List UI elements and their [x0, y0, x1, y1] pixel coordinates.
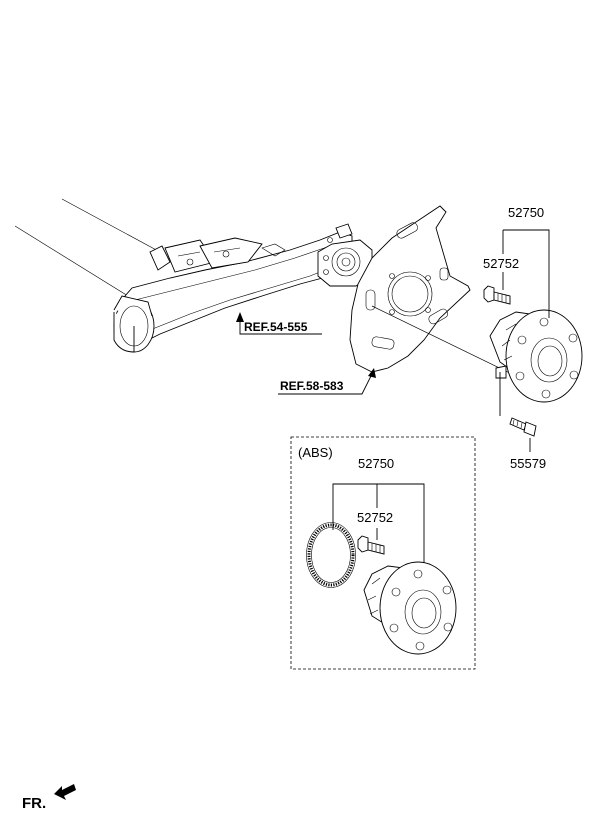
abs-tone-ring: [306, 522, 356, 588]
abs-hub-assembly-label: 52750: [358, 456, 394, 471]
top-leaders: [499, 229, 550, 452]
hub-bolt: [483, 285, 511, 305]
front-arrow-icon: [54, 784, 76, 800]
rear-axle-beam: [14, 198, 373, 353]
abs-hub-bolt: [357, 535, 385, 555]
front-marker-label: FR.: [22, 795, 46, 812]
abs-hub-assembly: [363, 561, 457, 655]
screw: [509, 417, 537, 437]
front-direction-marker: FR.: [22, 784, 76, 812]
brake-backing-plate: [349, 205, 471, 373]
ref-brake-label: REF.58-583: [280, 379, 344, 393]
hub-bolt-label: 52752: [483, 256, 519, 271]
abs-hub-bolt-label: 52752: [357, 510, 393, 525]
abs-variant-box: (ABS) 52750 52752: [290, 436, 476, 670]
hub-assembly: [489, 309, 583, 403]
abs-box-title: (ABS): [298, 445, 333, 460]
screw-label: 55579: [510, 456, 546, 471]
hub-assembly-label: 52750: [508, 205, 544, 220]
ref-brake-callout: REF.58-583: [278, 368, 376, 395]
ref-axle-callout: REF.54-555: [236, 312, 322, 335]
ref-axle-label: REF.54-555: [244, 320, 308, 334]
